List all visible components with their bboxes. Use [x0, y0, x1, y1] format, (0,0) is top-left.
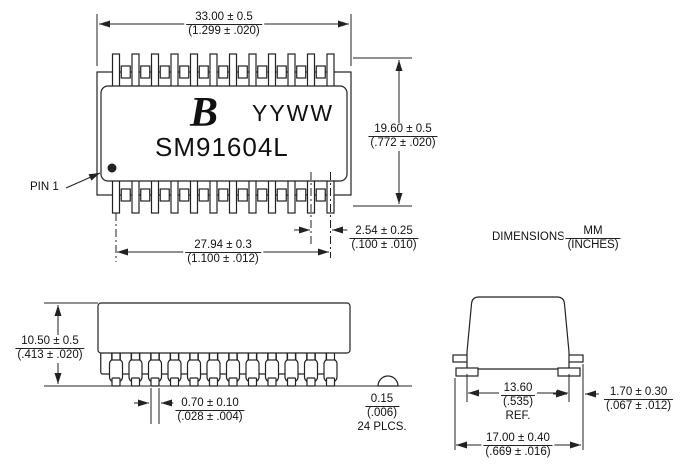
dim-in-value: (.535) [500, 395, 536, 409]
dim-in-value: (.100 ± .010) [349, 238, 419, 252]
dim-mm-value: 19.60 ± 0.5 [374, 123, 432, 135]
dim-mm-value: 10.50 ± 0.5 [21, 335, 79, 347]
dim-in-value: (.028 ± .004) [175, 410, 245, 424]
dim-note: REF. [505, 409, 531, 422]
dim-lead-length: 1.70 ± 0.30 (.067 ± .012) [602, 386, 676, 414]
dim-note: 24 PLCS. [357, 420, 407, 433]
dim-mm-value: 2.54 ± 0.25 [355, 225, 413, 237]
dim-in-value: (.006) [364, 406, 400, 420]
lead-standoff-dome [377, 375, 399, 387]
dim-in-value: (.772 ± .020) [368, 136, 438, 150]
dim-mm-value: 27.94 ± 0.3 [194, 239, 252, 251]
pin1-dot [107, 163, 117, 173]
dim-mm-value: 33.00 ± 0.5 [195, 11, 253, 23]
dim-in-value: (.413 ± .020) [15, 348, 85, 362]
dim-in-value: (1.299 ± .020) [186, 24, 262, 38]
part-number-marking: SM91604L [155, 132, 289, 162]
top-view [96, 53, 352, 214]
dim-standoff: 0.15 (.006) 24 PLCS. [355, 393, 409, 434]
dim-in-value: (.669 ± .016) [483, 445, 553, 459]
dim-mm-value: 13.60 [503, 382, 533, 394]
dim-body-width: 19.60 ± 0.5 (.772 ± .020) [366, 123, 440, 151]
end-view [452, 296, 584, 377]
side-view [97, 302, 399, 387]
dim-pin-span: 27.94 ± 0.3 (1.100 ± .012) [183, 239, 263, 267]
dim-mm-value: 1.70 ± 0.30 [609, 386, 668, 398]
dimensions-note-label: DIMENSIONS: [492, 231, 569, 243]
dim-base-width: 13.60 (.535) REF. [498, 382, 538, 423]
dim-mm-value: 0.15 [370, 393, 394, 405]
dim-mm-value: 17.00 ± 0.40 [486, 432, 550, 444]
dim-lead-width: 0.70 ± 0.10 (.028 ± .004) [173, 397, 247, 425]
dim-pin-pitch: 2.54 ± 0.25 (.100 ± .010) [347, 225, 421, 253]
bourns-logo: B [190, 90, 219, 136]
dim-height: 10.50 ± 0.5 (.413 ± .020) [13, 335, 87, 363]
pin1-callout: PIN 1 [30, 181, 59, 193]
dim-mm-value: 0.70 ± 0.10 [181, 397, 239, 409]
dim-in-value: (.067 ± .012) [604, 399, 674, 413]
units-inches: (INCHES) [565, 238, 621, 252]
units-mm: MM [583, 225, 603, 237]
dim-overall-width: 17.00 ± 0.40 (.669 ± .016) [481, 432, 555, 460]
dim-overall-length: 33.00 ± 0.5 (1.299 ± .020) [184, 11, 264, 39]
dim-in-value: (1.100 ± .012) [185, 252, 261, 266]
dimensions-note-units: MM (INCHES) [563, 225, 623, 253]
date-code-marking: YYWW [252, 100, 335, 126]
